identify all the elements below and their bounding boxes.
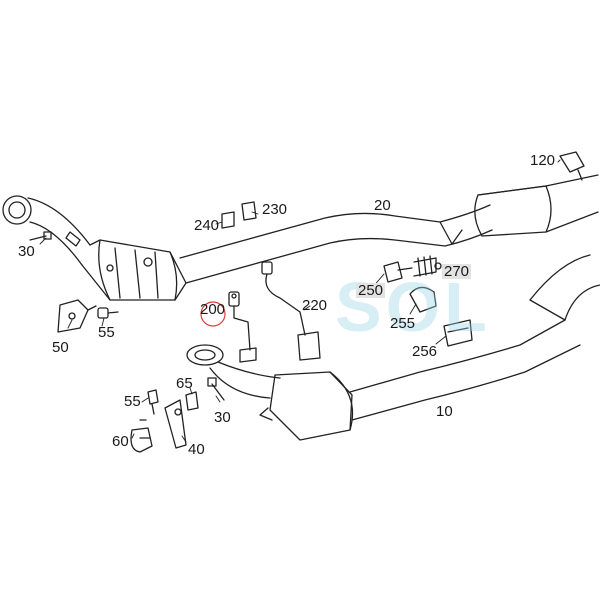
label-55-lower: 55 [124,393,141,410]
label-60: 60 [112,433,129,450]
oxygen-sensor-200 [228,291,257,363]
pipe-20 [179,174,599,284]
label-30-left: 30 [18,243,35,260]
small-parts-right [383,255,473,347]
highlight-circle-200 [200,301,226,327]
label-50: 50 [52,339,69,356]
oxygen-sensor-220 [261,261,321,361]
label-30-bottom: 30 [214,409,231,426]
leader-lines [39,159,561,443]
label-270: 270 [442,263,472,280]
left-converter [2,195,187,301]
label-256: 256 [412,343,438,360]
label-20: 20 [374,197,391,214]
label-10: 10 [436,403,453,420]
label-40: 40 [188,441,205,458]
bolt-30-left [29,231,81,247]
label-250: 250 [356,282,386,299]
label-200: 200 [200,301,226,318]
clamps-230-240 [221,201,257,229]
label-65: 65 [176,375,193,392]
label-240: 240 [194,217,220,234]
bracket-120 [559,151,585,181]
label-220: 220 [302,297,328,314]
label-55-upper: 55 [98,324,115,341]
label-230: 230 [262,201,288,218]
label-255: 255 [390,315,416,332]
small-parts-lower-left [130,377,225,453]
label-120: 120 [530,152,556,169]
bracket-50 [57,299,119,333]
pipe-10 [186,254,600,441]
